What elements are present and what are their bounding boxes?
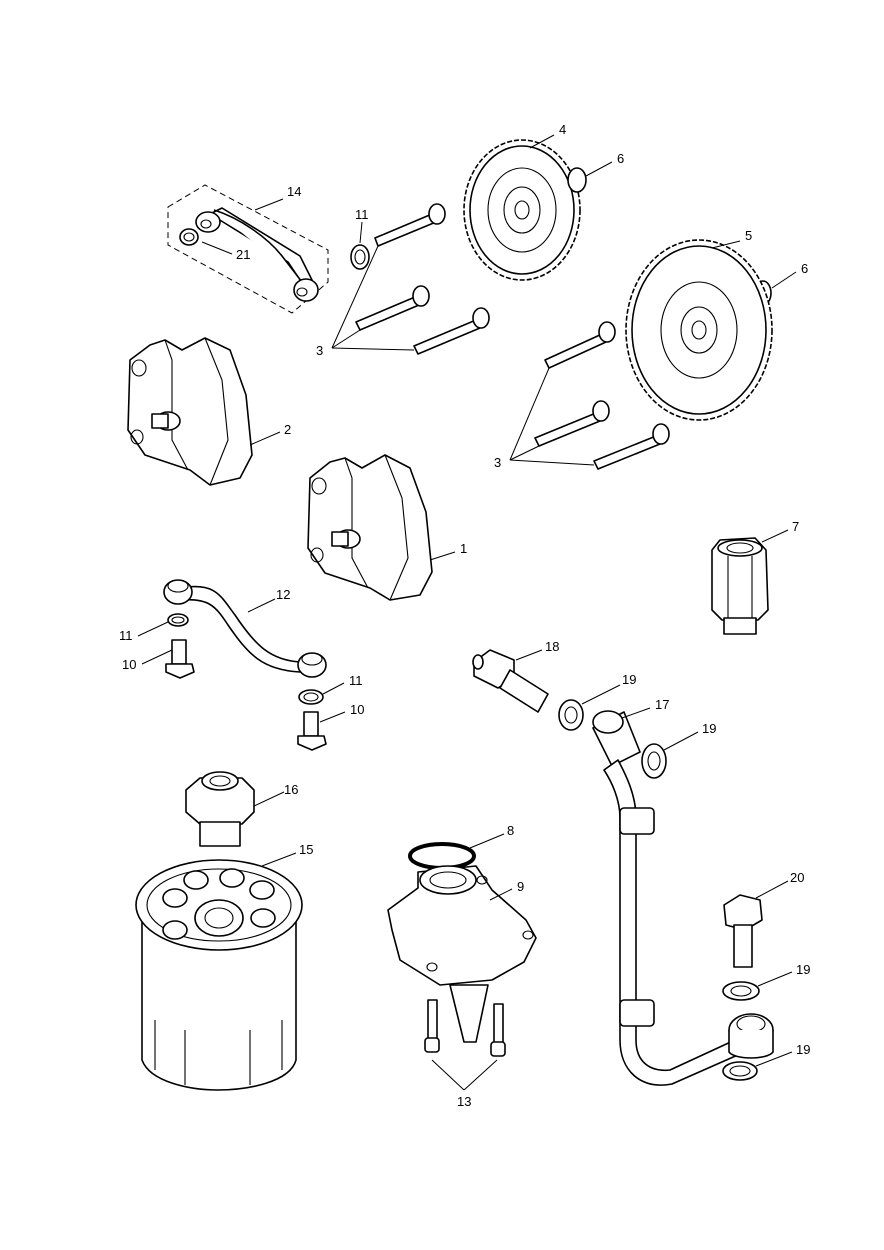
oil-pump-1 (307, 454, 433, 601)
callout-3-left: 3 (316, 343, 323, 358)
callout-12: 12 (276, 587, 290, 602)
sealing-washer-19-a (558, 699, 584, 731)
callout-19-b: 19 (702, 721, 716, 736)
callout-11-right: 11 (349, 673, 363, 688)
callout-16: 16 (284, 782, 298, 797)
bolts-13 (424, 999, 506, 1057)
banjo-bolt-10-right (297, 711, 327, 751)
oil-strainer-9 (387, 865, 537, 1043)
callout-17: 17 (655, 697, 669, 712)
callout-10-left: 10 (122, 657, 136, 672)
callout-labels: 14 21 11 3 4 6 5 6 3 2 1 7 12 11 10 11 1… (119, 122, 810, 1109)
callout-20: 20 (790, 870, 804, 885)
oil-filter-15 (135, 859, 303, 1091)
callout-9: 9 (517, 879, 524, 894)
callout-10-right: 10 (350, 702, 364, 717)
callout-6-right: 6 (801, 261, 808, 276)
oil-pressure-switch-18 (472, 649, 549, 713)
circlip-6-top (567, 167, 587, 193)
bolts-3-left (355, 203, 490, 355)
oil-pipe-12 (163, 579, 327, 678)
callout-8: 8 (507, 823, 514, 838)
callout-19-c: 19 (796, 962, 810, 977)
callout-1: 1 (460, 541, 467, 556)
o-ring-8 (408, 842, 476, 870)
sealing-washer-11-right (298, 689, 324, 705)
leader-lines (137, 134, 797, 1091)
callout-4: 4 (559, 122, 566, 137)
callout-11-left: 11 (119, 628, 133, 643)
callout-7: 7 (792, 519, 799, 534)
callout-2: 2 (284, 422, 291, 437)
pump-drive-gear-5 (625, 239, 773, 421)
filter-adaptor-16 (185, 771, 255, 847)
pump-drive-gear-4 (463, 139, 581, 281)
oil-pump-2 (127, 337, 253, 486)
bolts-3-right (534, 321, 670, 470)
banjo-bolt-10-left (165, 639, 195, 679)
sealing-washer-19-c (722, 981, 760, 1001)
oil-feed-pipe-17 (592, 710, 774, 1086)
callout-14: 14 (287, 184, 301, 199)
sealing-washer-11-top (350, 244, 370, 270)
callout-3-right: 3 (494, 455, 501, 470)
adaptor-7 (711, 537, 769, 635)
callout-11-top: 11 (355, 207, 369, 222)
oil-pipe-assembly-14 (167, 184, 329, 314)
sealing-washer-11-left (167, 613, 189, 627)
callout-6-top: 6 (617, 151, 624, 166)
callout-19-a: 19 (622, 672, 636, 687)
callout-13: 13 (457, 1094, 471, 1109)
callout-21: 21 (236, 247, 250, 262)
callout-19-d: 19 (796, 1042, 810, 1057)
sealing-washer-19-d (722, 1061, 758, 1081)
sealing-washer-19-b (641, 743, 667, 779)
callout-15: 15 (299, 842, 313, 857)
callout-5: 5 (745, 228, 752, 243)
callout-18: 18 (545, 639, 559, 654)
banjo-bolt-20 (723, 894, 763, 968)
